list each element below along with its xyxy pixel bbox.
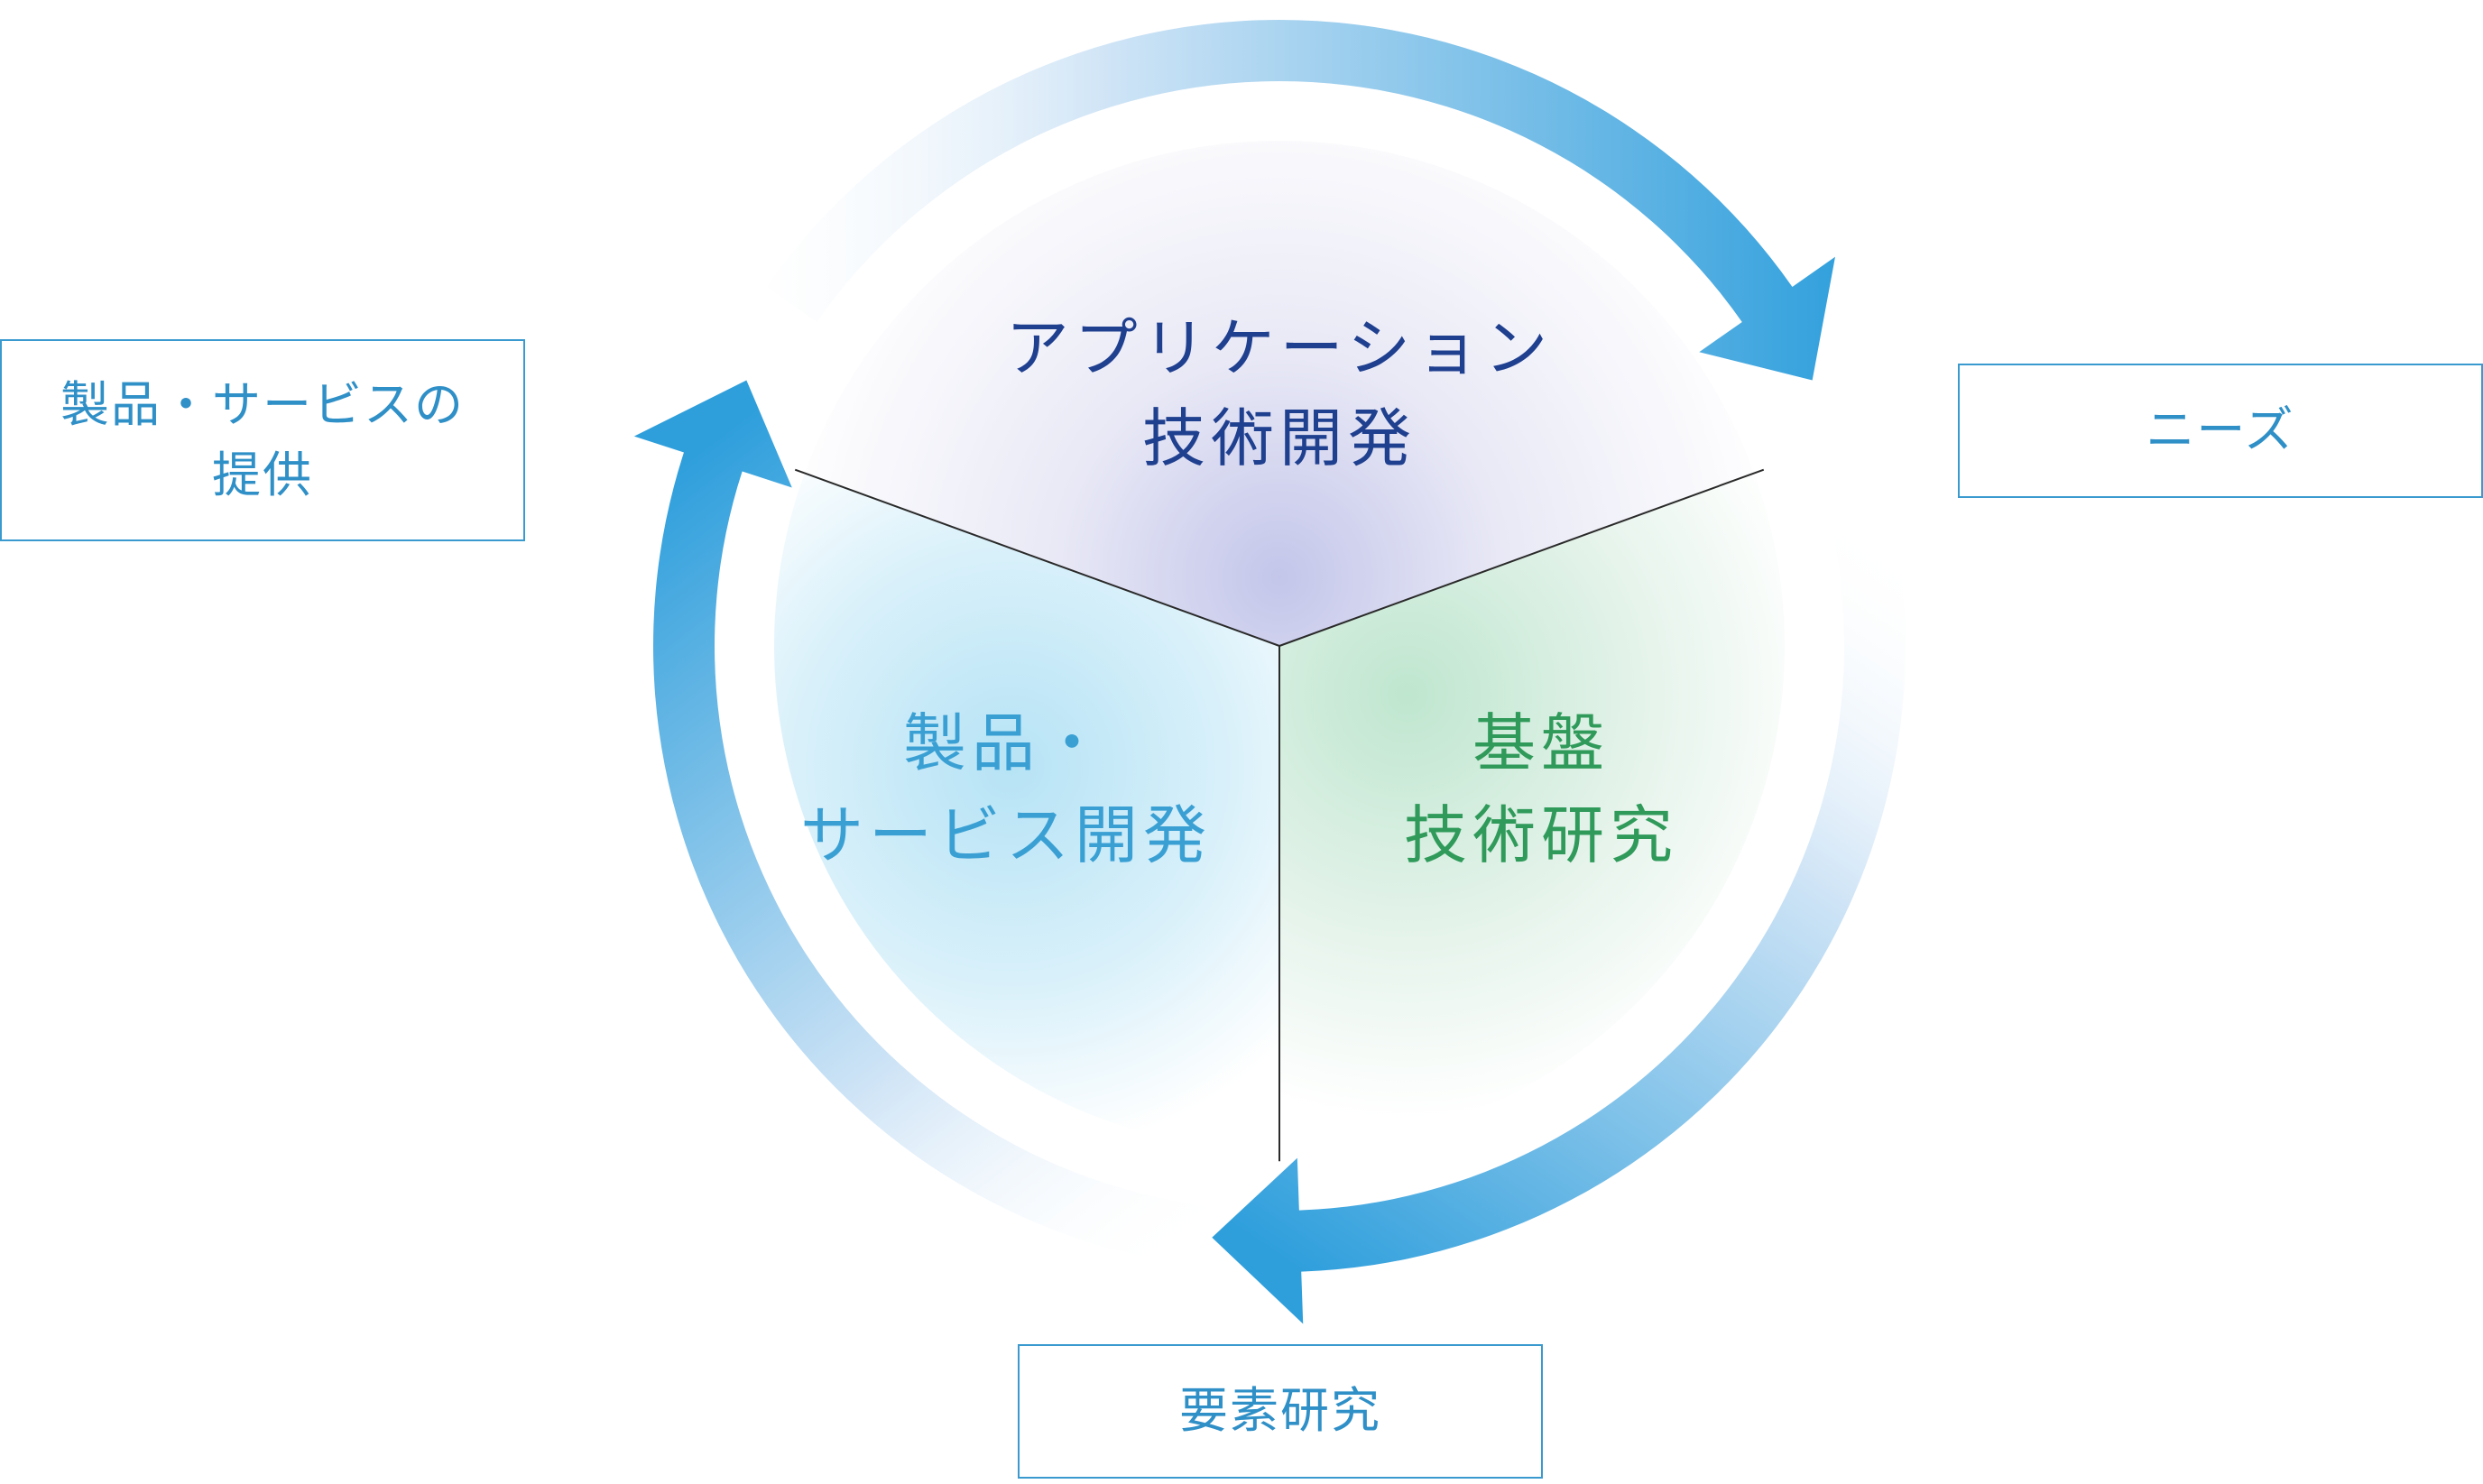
box-needs: ニーズ (1958, 364, 2483, 498)
cycle-arrow-icon-right (1212, 484, 1906, 1324)
cycle-arrow-icon-left (633, 380, 1231, 1270)
sector-base (1279, 473, 1786, 1151)
box-product-provision-line2: 提供 (212, 447, 313, 503)
sector-divider-1 (794, 468, 1280, 647)
sector-label-application-line2: 技術開発 (1142, 401, 1417, 475)
sector-label-base-line2: 技術研究 (1404, 798, 1678, 872)
sector-divider-2 (1278, 468, 1765, 647)
box-product-provision-line1: 製品・サービスの (60, 375, 465, 433)
cycle-arrow-icon-top (766, 19, 1836, 381)
box-element-research: 要素研究 (1018, 1344, 1543, 1479)
sector-label-product-line1: 製品・ (903, 706, 1109, 780)
sector-product (774, 473, 1279, 1151)
sector-label-application-line1: アプリケーション (1006, 311, 1554, 385)
box-element-research-label: 要素研究 (1179, 1382, 1381, 1440)
sector-application (804, 140, 1755, 646)
box-product-provision: 製品・サービスの 提供 (0, 339, 525, 541)
sector-label-product-line2: サービス開発 (800, 798, 1212, 872)
box-needs-label: ニーズ (2146, 401, 2295, 459)
sector-label-base-line1: 基盤 (1472, 706, 1610, 780)
